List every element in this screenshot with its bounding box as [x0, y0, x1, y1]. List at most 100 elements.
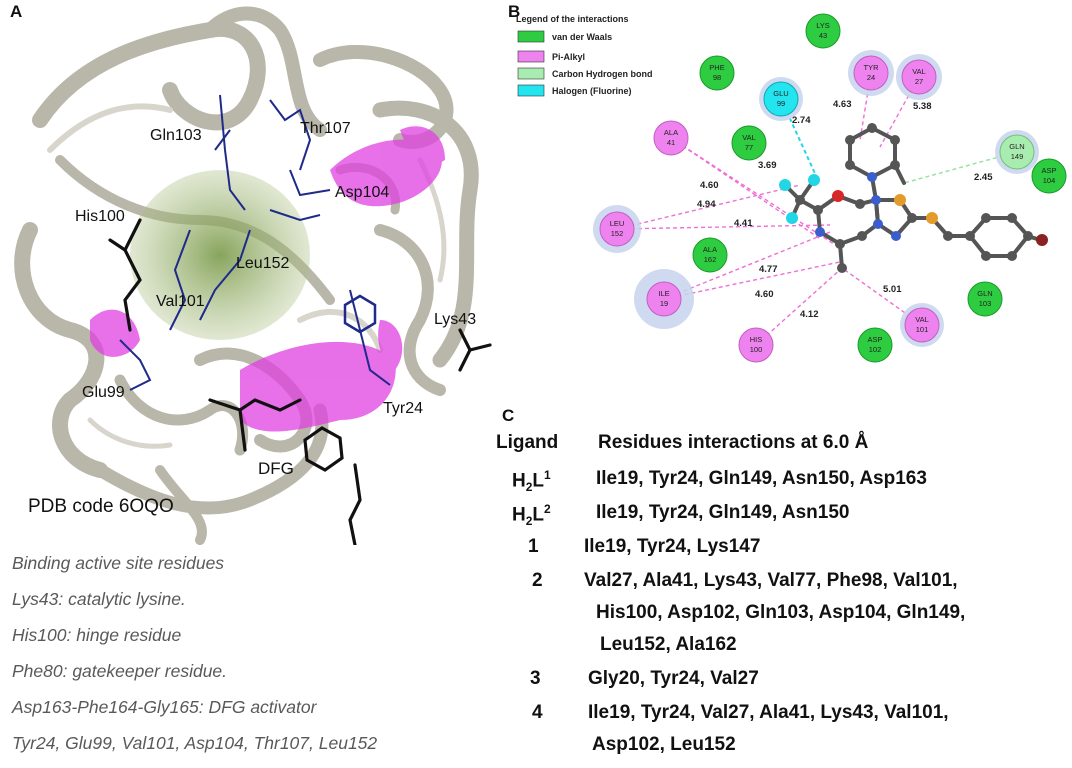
- svg-text:GLN: GLN: [977, 289, 992, 298]
- svg-text:ASP: ASP: [1041, 166, 1056, 175]
- distance-label: 3.69: [758, 160, 777, 171]
- note-line: Asp163-Phe164-Gly165: DFG activator: [12, 697, 317, 717]
- legend-swatch-halogen: [517, 84, 545, 97]
- svg-text:LYS: LYS: [816, 21, 830, 30]
- residue-sticks-black: [108, 218, 492, 545]
- distance-label: 2.45: [974, 172, 993, 183]
- legend-label: Halogen (Fluorine): [552, 86, 632, 96]
- distance-label: 5.01: [883, 284, 902, 295]
- distance-label: 4.77: [759, 264, 778, 275]
- table-ligand-cell: 4: [532, 702, 543, 723]
- table-residues-cell: Ile19, Tyr24, Gln149, Asn150, Asp163: [596, 468, 927, 489]
- svg-text:GLU: GLU: [773, 89, 788, 98]
- distance-label: 4.12: [800, 309, 819, 320]
- table-ligand-cell: H2L1: [512, 468, 551, 495]
- legend: Legend of the interactions van der Waals…: [516, 14, 653, 97]
- table-residues-cell: His100, Asp102, Gln103, Asp104, Gln149,: [596, 602, 966, 623]
- label-asp104: Asp104: [335, 184, 389, 201]
- table-header-residues: Residues interactions at 6.0 Å: [598, 432, 869, 453]
- distance-label: 4.60: [755, 289, 774, 300]
- svg-text:ILE: ILE: [658, 289, 669, 298]
- table-residues-cell: Leu152, Ala162: [600, 634, 737, 655]
- legend-swatch-vdw: [517, 30, 545, 43]
- table-residues-cell: Val27, Ala41, Lys43, Val77, Phe98, Val10…: [584, 570, 958, 591]
- svg-text:19: 19: [660, 299, 668, 308]
- svg-text:ASP: ASP: [867, 335, 882, 344]
- panel-label-c: C: [502, 406, 515, 425]
- legend-swatch-chbond: [517, 67, 545, 80]
- distance-label: 4.60: [700, 180, 719, 191]
- svg-text:77: 77: [745, 143, 753, 152]
- svg-text:VAL: VAL: [912, 67, 926, 76]
- svg-text:VAL: VAL: [742, 133, 756, 142]
- svg-text:PHE: PHE: [709, 63, 724, 72]
- legend-label: van der Waals: [552, 32, 612, 42]
- legend-label: Pi-Alkyl: [552, 52, 585, 62]
- svg-text:149: 149: [1011, 152, 1024, 161]
- svg-text:43: 43: [819, 31, 827, 40]
- table-ligand-cell: H2L2: [512, 502, 551, 529]
- svg-text:103: 103: [979, 299, 992, 308]
- legend-swatch-pialkyl: [517, 50, 545, 63]
- pdb-code: PDB code 6OQO: [28, 496, 174, 517]
- legend-title: Legend of the interactions: [516, 14, 629, 24]
- label-lys43: Lys43: [434, 311, 476, 328]
- note-line: Lys43: catalytic lysine.: [12, 589, 186, 609]
- svg-text:100: 100: [750, 345, 763, 354]
- svg-text:104: 104: [1043, 176, 1056, 185]
- panel-label-b: B: [508, 2, 521, 21]
- distance-label: 2.74: [792, 115, 811, 126]
- table-residues-cell: Ile19, Tyr24, Val27, Ala41, Lys43, Val10…: [588, 702, 949, 723]
- label-his100: His100: [75, 208, 125, 225]
- svg-text:GLN: GLN: [1009, 142, 1024, 151]
- label-dfg: DFG: [258, 459, 294, 478]
- note-line: His100: hinge residue: [12, 625, 182, 645]
- tyr24-ring: [343, 294, 377, 334]
- distance-label: 4.41: [734, 218, 753, 229]
- svg-text:24: 24: [867, 73, 875, 82]
- svg-text:41: 41: [667, 138, 675, 147]
- interaction-diagram: Legend of the interactions van der Waals…: [516, 13, 1067, 363]
- svg-text:27: 27: [915, 77, 923, 86]
- svg-text:101: 101: [916, 325, 929, 334]
- distance-labels: 2.74 4.63 5.38 3.69 4.60 4.94 4.41 2.45 …: [697, 99, 993, 320]
- note-line: Phe80: gatekeeper residue.: [12, 661, 228, 681]
- svg-text:TYR: TYR: [864, 63, 880, 72]
- svg-text:ALA: ALA: [703, 245, 717, 254]
- label-tyr24: Tyr24: [383, 400, 423, 417]
- panel-label-a: A: [10, 2, 23, 21]
- binding-site-notes: Binding active site residues Lys43: cata…: [12, 552, 377, 768]
- svg-text:102: 102: [869, 345, 882, 354]
- legend-label: Carbon Hydrogen bond: [552, 69, 653, 79]
- svg-text:VAL: VAL: [915, 315, 929, 324]
- label-thr107: Thr107: [300, 120, 351, 137]
- note-line: Binding active site residues: [12, 553, 225, 573]
- svg-text:162: 162: [704, 255, 717, 264]
- dfg-ring: [303, 426, 344, 472]
- svg-text:99: 99: [777, 99, 785, 108]
- label-leu152: Leu152: [236, 255, 289, 272]
- table-residues-cell: Asp102, Leu152: [592, 734, 736, 755]
- table-ligand-cell: 1: [528, 536, 539, 557]
- svg-text:LEU: LEU: [610, 219, 625, 228]
- label-val101: Val101: [156, 293, 205, 310]
- distance-label: 4.94: [697, 199, 716, 210]
- svg-text:HIS: HIS: [750, 335, 763, 344]
- table-ligand-cell: 3: [530, 668, 541, 689]
- label-glu99: Glu99: [82, 384, 125, 401]
